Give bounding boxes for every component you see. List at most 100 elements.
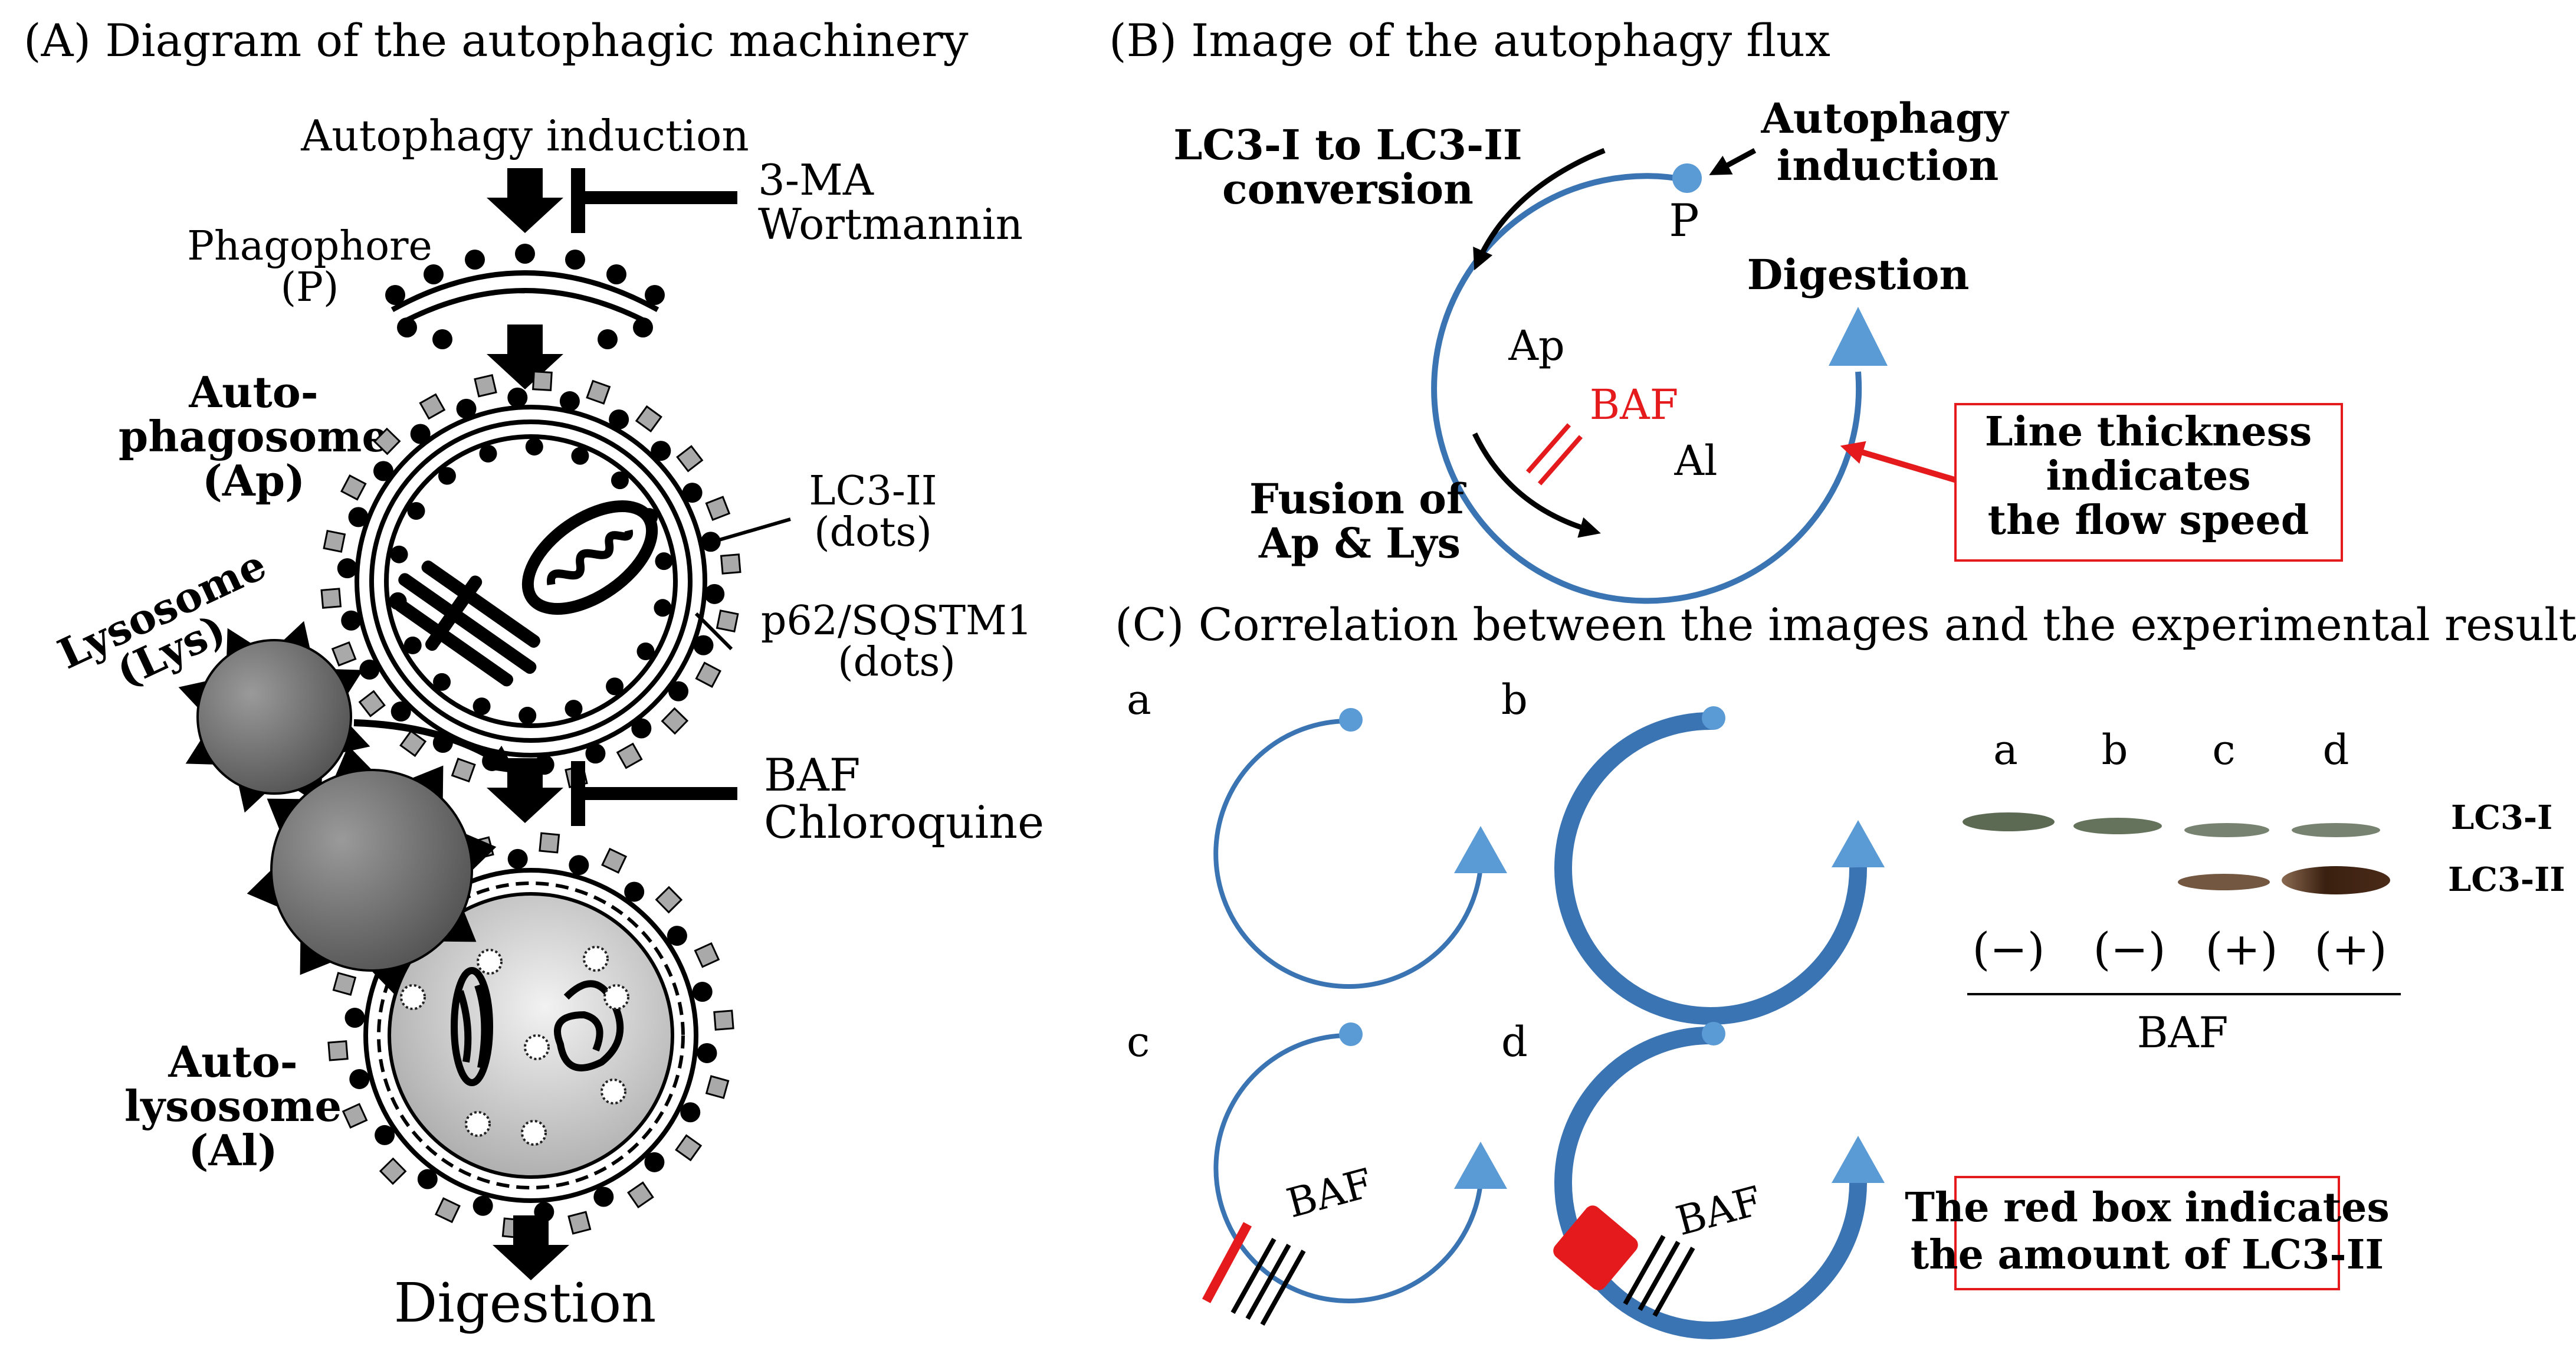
- granule: [603, 984, 629, 1010]
- flux-diagram-c: [1202, 1022, 1507, 1326]
- p62-square: [379, 1157, 407, 1185]
- baf-label-c: BAF: [1282, 1160, 1377, 1227]
- fusion-curve-arrow: [353, 719, 517, 774]
- p62-square: [539, 832, 560, 854]
- inhibitor-baf: BAF: [764, 749, 860, 801]
- membrane-dot: [609, 409, 629, 430]
- autolysosome: [327, 832, 734, 1239]
- p62-square: [331, 641, 357, 667]
- autolysosome-label-3: (Al): [188, 1125, 277, 1175]
- membrane-dot: [433, 673, 451, 691]
- fusion-arrow: [487, 758, 563, 823]
- membrane-dot: [585, 743, 606, 764]
- membrane-dot: [697, 1043, 717, 1063]
- phagophore-abbrev: (P): [281, 264, 339, 311]
- granule: [400, 984, 426, 1010]
- treatment-b: (−): [2093, 923, 2166, 975]
- panel-a: (A) Diagram of the autophagic machinery …: [24, 14, 1044, 1335]
- flow-speed-note-2: indicates: [2046, 453, 2250, 500]
- lysosome-1: [178, 621, 370, 813]
- granule: [477, 949, 503, 975]
- induction-arrow: [487, 168, 563, 233]
- membrane-dot: [472, 1195, 493, 1216]
- label-b: b: [1501, 676, 1528, 724]
- band-lc3-ii-c: [2178, 874, 2270, 890]
- panel-b-title: (B) Image of the autophagy flux: [1109, 14, 1830, 67]
- p62-square: [340, 474, 367, 501]
- membrane-dot: [373, 461, 393, 481]
- conversion-label-2: conversion: [1222, 165, 1474, 214]
- lc3-ii-dots-label: (dots): [814, 509, 932, 556]
- p62-square: [676, 445, 704, 473]
- flux-diagram-d: [1553, 1022, 1885, 1339]
- induction-label-b1: Autophagy: [1760, 94, 2009, 143]
- lc3-ii-accumulation-mark-c: [1202, 1222, 1252, 1303]
- inhibitor-3ma: 3-MA: [758, 155, 874, 205]
- lane-label-b: b: [2102, 726, 2128, 774]
- baf-label-d: BAF: [1671, 1178, 1767, 1245]
- p62-square: [695, 661, 721, 688]
- induction-label-b2: induction: [1777, 141, 1999, 190]
- band-lc3-i-a: [1963, 812, 2055, 831]
- membrane-dot: [693, 635, 714, 655]
- induction-label: Autophagy induction: [300, 111, 749, 160]
- flow-speed-note-box: [1954, 403, 2343, 562]
- al-label: Al: [1674, 437, 1718, 485]
- membrane-dot: [651, 441, 671, 461]
- membrane-dot: [456, 398, 477, 419]
- panel-c-title: (C) Correlation between the images and t…: [1115, 598, 2576, 651]
- lc3-ii-band-label: LC3-II: [2448, 860, 2565, 899]
- membrane-dot: [438, 467, 456, 485]
- p62-square: [655, 886, 683, 914]
- membrane-dot: [593, 1186, 614, 1207]
- membrane-dot: [507, 387, 528, 408]
- lc3-ii-note-box: [1954, 1176, 2340, 1290]
- membrane-dot: [682, 483, 703, 503]
- p62-square: [320, 588, 342, 609]
- fusion-arrow-b: [1472, 432, 1601, 538]
- band-lc3-ii-d: [2282, 866, 2390, 894]
- inhibitor-bar-2: [571, 761, 737, 826]
- autophagosome: [320, 371, 741, 792]
- membrane-dot: [644, 1152, 665, 1172]
- membrane-dot: [631, 718, 652, 739]
- inhibitor-wortmannin: Wortmannin: [758, 199, 1023, 249]
- phagophore-arrow: [487, 324, 563, 389]
- baf-block-icon: [1525, 423, 1583, 486]
- autophagosome-label-3: (Ap): [202, 455, 305, 506]
- membrane-dot: [403, 636, 422, 654]
- p62-square: [601, 847, 628, 874]
- membrane-dot: [390, 701, 411, 722]
- p62-square: [323, 530, 346, 553]
- er-fragment-icon: [394, 560, 540, 687]
- membrane-dot: [390, 545, 408, 563]
- membrane-dot: [519, 706, 537, 725]
- lane-label-c: c: [2212, 726, 2235, 774]
- membrane-dot: [611, 471, 629, 490]
- band-lc3-i-d: [2292, 823, 2380, 837]
- membrane-dot: [559, 391, 580, 412]
- granule: [583, 946, 609, 972]
- treatment-a: (−): [1973, 923, 2045, 975]
- fusion-label-2: Ap & Lys: [1258, 519, 1461, 568]
- p-label: P: [1669, 194, 1699, 247]
- conversion-label-1: LC3-I to LC3-II: [1173, 120, 1522, 169]
- treatment-c: (+): [2206, 923, 2278, 975]
- membrane-dot: [569, 855, 589, 876]
- baf-axis-label: BAF: [2137, 1008, 2229, 1057]
- autophagosome-label-2: phagosome: [119, 411, 389, 461]
- p62-square: [358, 690, 386, 717]
- p62-square: [705, 496, 731, 522]
- p62-square: [720, 553, 741, 575]
- lc3-i-band-label: LC3-I: [2451, 798, 2552, 837]
- p62-square: [716, 609, 739, 632]
- membrane-dot: [410, 424, 431, 444]
- p62-square: [586, 379, 611, 405]
- digestion-arrow: [493, 1215, 569, 1280]
- lc3-ii-accumulation-box-d: [1553, 1205, 1638, 1290]
- autolysosome-label-1: Auto-: [168, 1037, 297, 1087]
- western-blot: a b c d LC3-I LC3-II (−) (−) (+) (+) BAF: [1963, 726, 2565, 1057]
- p62-square: [616, 742, 643, 769]
- p62-squares: [320, 371, 741, 792]
